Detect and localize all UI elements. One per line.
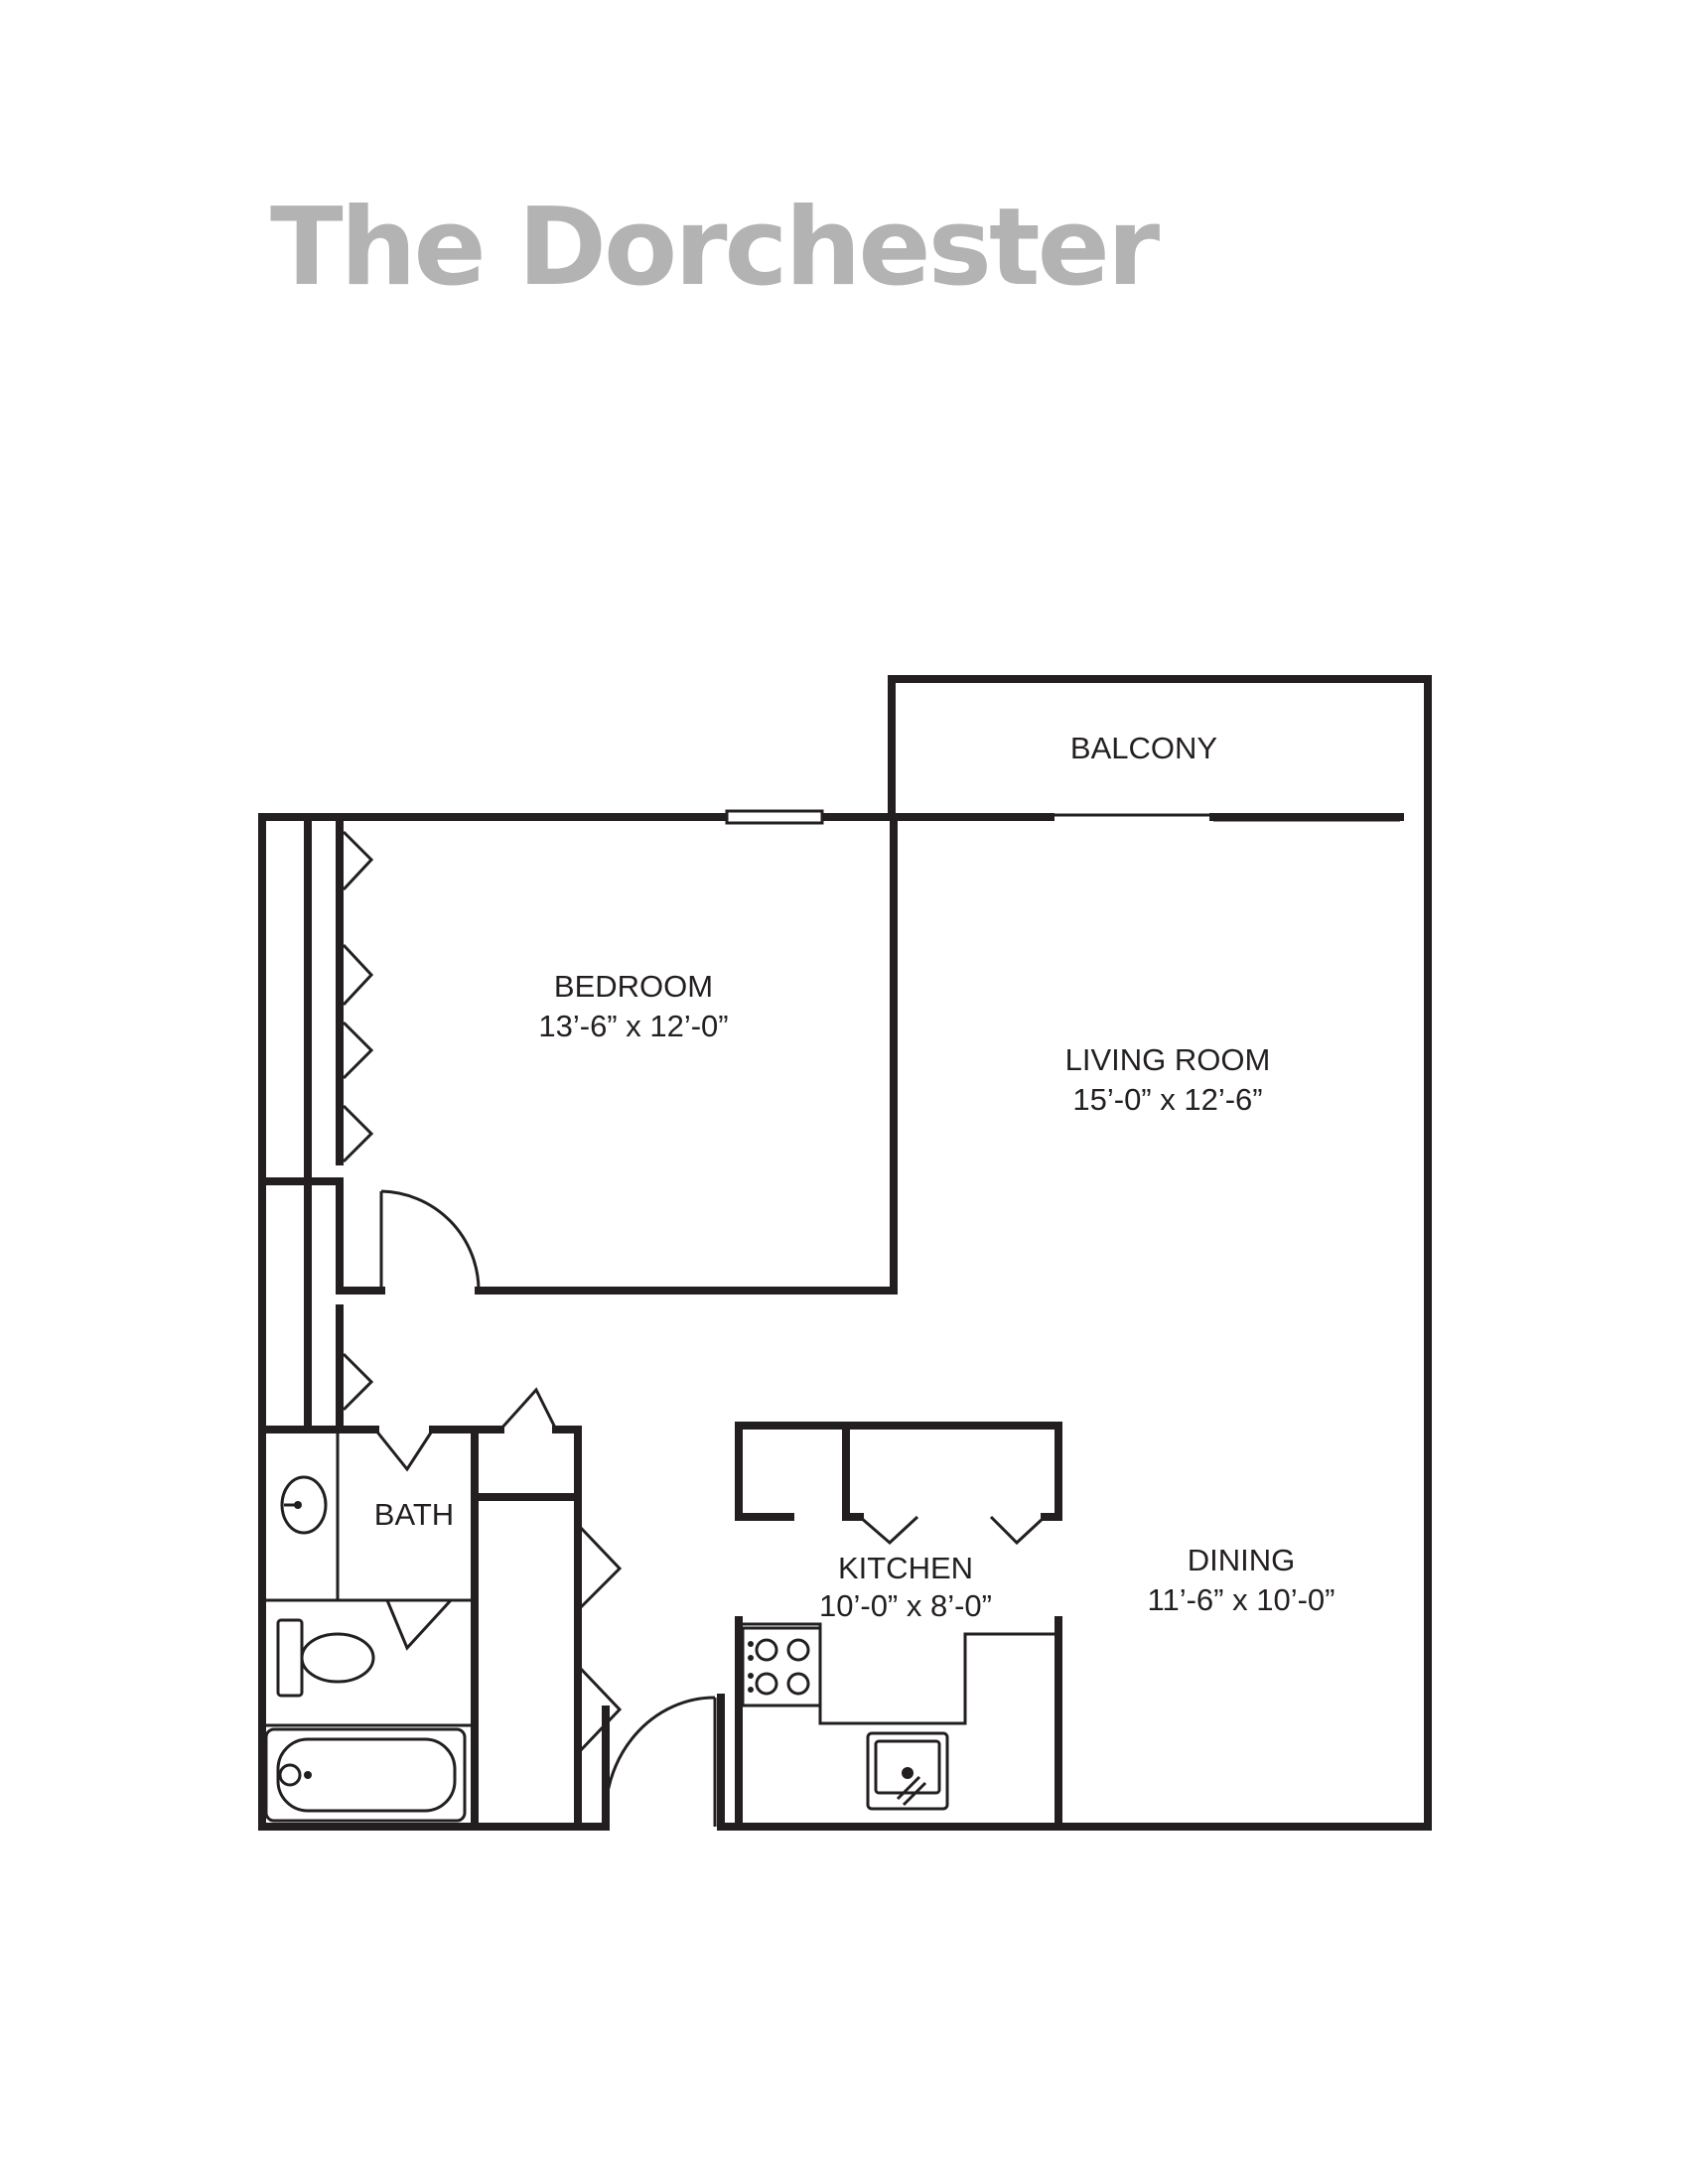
hall-closet-doors [578,1525,623,1753]
living-room-label: LIVING ROOM [1065,1042,1271,1077]
living-room-size: 15’-0” x 12’-6” [1072,1082,1262,1117]
entry-door [602,1694,725,1831]
toilet-icon [276,1618,375,1698]
dining-label: DINING [1188,1543,1296,1577]
bath-label: BATH [374,1497,454,1532]
stove-icon [741,1626,822,1707]
bedroom-door [379,1189,481,1292]
closet-bifold-doors [342,830,374,1412]
kitchen-size: 10’-0” x 8’-0” [819,1588,992,1623]
bedroom-label: BEDROOM [554,969,713,1004]
balcony-outline [888,675,1432,818]
bedroom-walls [336,813,898,1295]
kitchen-sink-icon [866,1731,949,1811]
bathtub-icon [264,1727,467,1823]
bath-doors [373,1387,558,1651]
kitchen-cabinets [735,1422,1062,1546]
bathroom-sink-icon [280,1475,328,1535]
exterior-walls [258,813,1432,1831]
bedroom-window [725,809,824,825]
closet-walls [258,813,344,1433]
balcony-sliding-door [1051,813,1400,822]
bath-walls [258,1426,582,1831]
kitchen-label: KITCHEN [838,1551,973,1585]
bedroom-size: 13’-6” x 12’-0” [538,1009,728,1043]
page-title: The Dorchester [270,186,1160,310]
kitchen-counter [735,1616,1062,1831]
balcony-label: BALCONY [1070,731,1217,765]
dining-size: 11’-6” x 10’-0” [1148,1582,1336,1617]
